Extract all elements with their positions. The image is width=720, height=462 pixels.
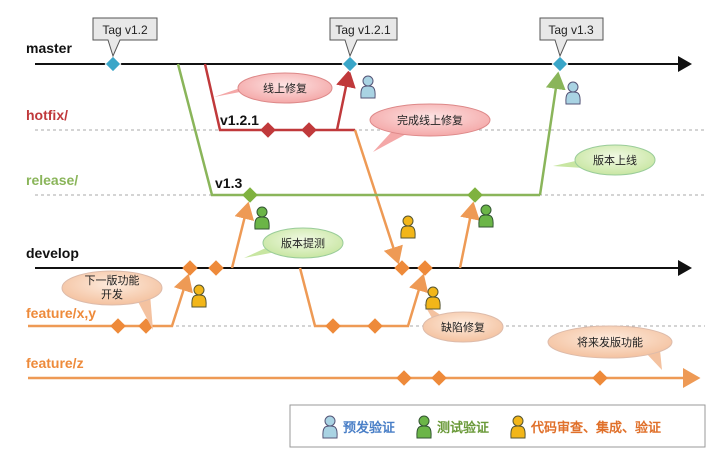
hotfix-commit — [301, 122, 317, 138]
bubble-text: 版本上线 — [593, 153, 637, 167]
bubble-text: 缺陷修复 — [441, 320, 485, 334]
branch-label-hotfix: hotfix/ — [26, 107, 68, 123]
branch-label-feature-z: feature/z — [26, 355, 84, 371]
bubble-future-feature: 将来发版功能 — [547, 325, 673, 370]
legend-testing: 测试验证 — [437, 420, 489, 436]
develop-to-release — [230, 201, 255, 269]
review-person-icon — [425, 286, 441, 310]
tag-label: Tag v1.2 — [102, 23, 148, 37]
branch-label-feature-xy: feature/x,y — [26, 305, 96, 321]
feature-commit — [592, 370, 608, 386]
bubble-release-live: 版本上线 — [553, 144, 656, 176]
bugfix-to-release — [458, 201, 480, 269]
feature-commit — [367, 318, 383, 334]
tag-v1-3: Tag v1.3 — [539, 17, 604, 58]
branch-label-master: master — [26, 40, 72, 56]
develop-commit — [182, 260, 198, 276]
feature-commit — [110, 318, 126, 334]
release-line — [176, 63, 540, 197]
tag-label: Tag v1.2.1 — [335, 23, 391, 37]
release-commit — [242, 187, 258, 203]
bubble-bug-fix: 缺陷修复 — [422, 304, 504, 343]
develop-commit — [394, 260, 410, 276]
tag-v1-2-1: Tag v1.2.1 — [329, 17, 398, 58]
bubble-text: 版本提测 — [281, 236, 325, 250]
hotfix-version: v1.2.1 — [220, 112, 259, 128]
hotfix-merge-master — [335, 69, 356, 131]
tag-v1-2: Tag v1.2 — [92, 17, 158, 58]
release-merge-master — [538, 71, 566, 196]
testing-person-icon — [416, 415, 432, 439]
testing-person-icon — [254, 206, 270, 230]
pre-release-person-icon — [360, 75, 376, 99]
legend-pre-release: 预发验证 — [343, 420, 395, 436]
bubble-text: 线上修复 — [263, 81, 307, 95]
review-person-icon — [400, 215, 416, 239]
bubble-submit-test: 版本提测 — [244, 227, 344, 259]
branch-label-release: release/ — [26, 172, 78, 188]
feature-commit — [431, 370, 447, 386]
review-person-icon — [510, 415, 526, 439]
bubble-next-feature: 下一版功能 开发 — [61, 270, 163, 330]
branch-label-develop: develop — [26, 245, 79, 261]
testing-person-icon — [478, 204, 494, 228]
feature-commit — [396, 370, 412, 386]
legend-code-review: 代码审查、集成、验证 — [530, 420, 661, 436]
feature-xy-line — [28, 273, 193, 328]
tag-commit — [104, 55, 122, 73]
release-commit — [467, 187, 483, 203]
feature-commit — [325, 318, 341, 334]
pre-release-person-icon — [565, 81, 581, 105]
bubble-text: 完成线上修复 — [397, 113, 463, 127]
pre-release-person-icon — [322, 415, 338, 439]
bubble-text: 下一版功能 — [85, 273, 140, 287]
develop-commit — [208, 260, 224, 276]
bubble-text: 开发 — [101, 287, 123, 301]
tag-commit — [341, 55, 359, 73]
review-person-icon — [191, 284, 207, 308]
develop-commit — [417, 260, 433, 276]
bubble-text: 将来发版功能 — [577, 335, 643, 349]
bugfix-line — [298, 267, 429, 328]
tag-commit — [551, 55, 569, 73]
legend: 预发验证 测试验证 代码审查、集成、验证 — [289, 404, 706, 448]
tag-label: Tag v1.3 — [548, 23, 594, 37]
hotfix-commit — [260, 122, 276, 138]
release-version: v1.3 — [215, 175, 242, 191]
bubble-hotfix-start: 线上修复 — [214, 72, 333, 104]
bubble-hotfix-done: 完成线上修复 — [369, 103, 491, 152]
